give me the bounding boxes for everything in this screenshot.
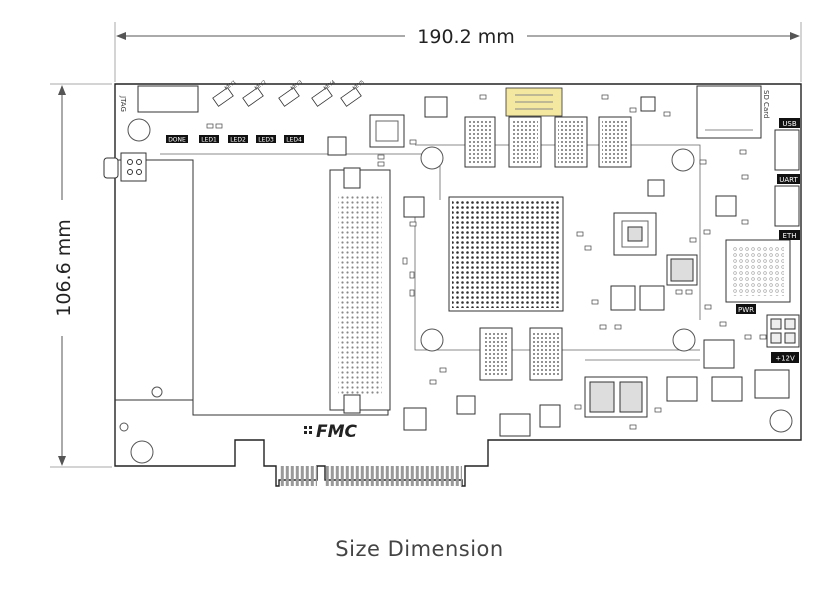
passive-components bbox=[206, 94, 767, 430]
arrow-right-icon bbox=[790, 32, 800, 40]
mounting-holes bbox=[119, 118, 793, 464]
arrow-down-icon bbox=[58, 456, 66, 466]
pcie-gold-fingers-left bbox=[279, 466, 317, 486]
push-buttons bbox=[212, 87, 362, 107]
fpga-chip bbox=[448, 196, 564, 312]
mounting-hole bbox=[672, 328, 696, 352]
width-dimension: 190.2 mm bbox=[114, 22, 802, 82]
label-jtag: JTAG bbox=[119, 95, 127, 112]
fmc-logo: FMC bbox=[304, 422, 358, 442]
label-led-0: DONE bbox=[168, 137, 186, 144]
fmc-connector bbox=[329, 167, 391, 414]
uart-connector bbox=[774, 185, 800, 227]
label-pwr: PWR bbox=[738, 306, 754, 314]
arrow-up-icon bbox=[58, 85, 66, 95]
fmc-logo-text: FMC bbox=[316, 422, 358, 442]
width-label: 190.2 mm bbox=[417, 26, 514, 48]
ic-components bbox=[327, 96, 790, 437]
figure-caption: Size Dimension bbox=[335, 537, 504, 561]
height-dimension: 106.6 mm bbox=[50, 83, 112, 468]
mounting-hole bbox=[769, 409, 793, 433]
label-usb: USB bbox=[782, 120, 797, 128]
jtag-header bbox=[137, 85, 199, 113]
usb-connector bbox=[774, 129, 800, 171]
sd-card-slot bbox=[696, 85, 762, 139]
label-led-4: LED4 bbox=[286, 137, 302, 144]
pcie-gold-fingers-right bbox=[325, 466, 462, 486]
mounting-hole bbox=[671, 148, 695, 172]
label-uart: UART bbox=[779, 176, 798, 184]
mounting-hole bbox=[127, 118, 151, 142]
label-power-in: +12V bbox=[775, 355, 795, 363]
ddr-memory bbox=[464, 87, 632, 381]
right-connectors bbox=[120, 85, 800, 348]
label-led-2: LED2 bbox=[230, 137, 246, 144]
mounting-hole bbox=[130, 440, 154, 464]
arrow-left-icon bbox=[116, 32, 126, 40]
label-sd-card: SD Card bbox=[762, 90, 770, 118]
mounting-hole bbox=[420, 328, 444, 352]
label-led-1: LED1 bbox=[201, 137, 217, 144]
mounting-hole bbox=[420, 146, 444, 170]
label-led-3: LED3 bbox=[258, 137, 274, 144]
height-label: 106.6 mm bbox=[53, 219, 75, 316]
label-eth: ETH bbox=[783, 232, 797, 240]
